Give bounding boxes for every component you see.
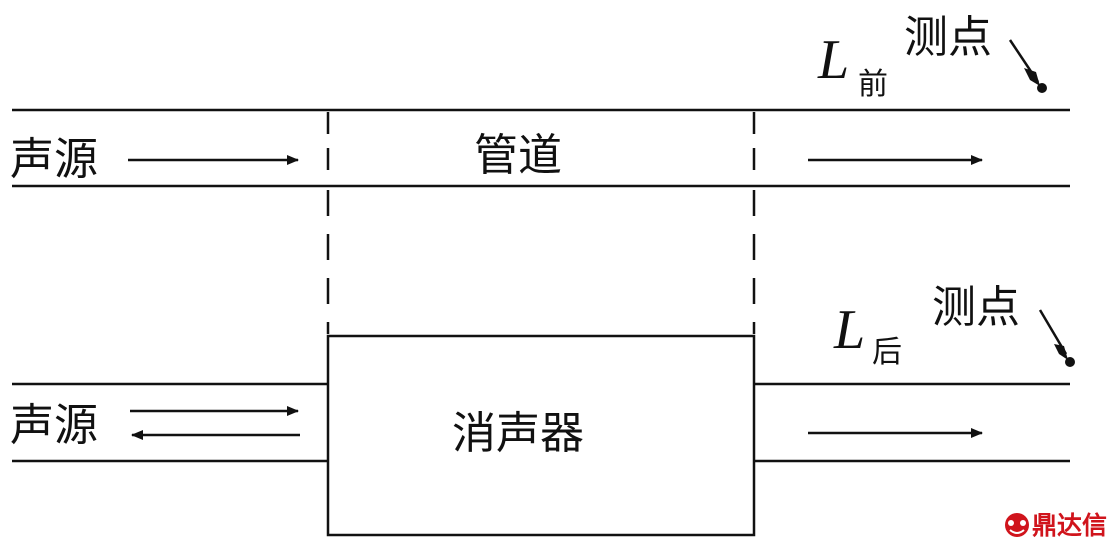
top-measure-pointer-head: [1024, 68, 1040, 86]
bottom-measure-pointer-head: [1054, 344, 1068, 360]
bottom-measure-point-label: 测点: [932, 282, 1020, 333]
top-pipe-system: [12, 39, 1070, 188]
bottom-source-label: 声源: [10, 400, 98, 451]
top-level-subscript: 前: [858, 67, 888, 102]
watermark-text: 鼎达信: [1032, 511, 1107, 540]
bottom-level-subscript: 后: [872, 335, 902, 370]
bottom-pipe-system: [12, 309, 1070, 537]
top-source-label: 声源: [10, 134, 98, 185]
top-measure-point-label: 测点: [904, 12, 992, 63]
watermark-logo: 鼎达信: [1005, 511, 1107, 540]
bottom-level-symbol: L: [833, 299, 865, 361]
projection-lines: [326, 190, 756, 334]
top-level-symbol: L: [817, 29, 849, 91]
pipe-label: 管道: [474, 130, 562, 181]
silencer-box: [326, 334, 756, 537]
bottom-measure-point: [1065, 357, 1075, 367]
top-measure-point: [1037, 83, 1047, 93]
silencer-label: 消声器: [452, 408, 584, 459]
